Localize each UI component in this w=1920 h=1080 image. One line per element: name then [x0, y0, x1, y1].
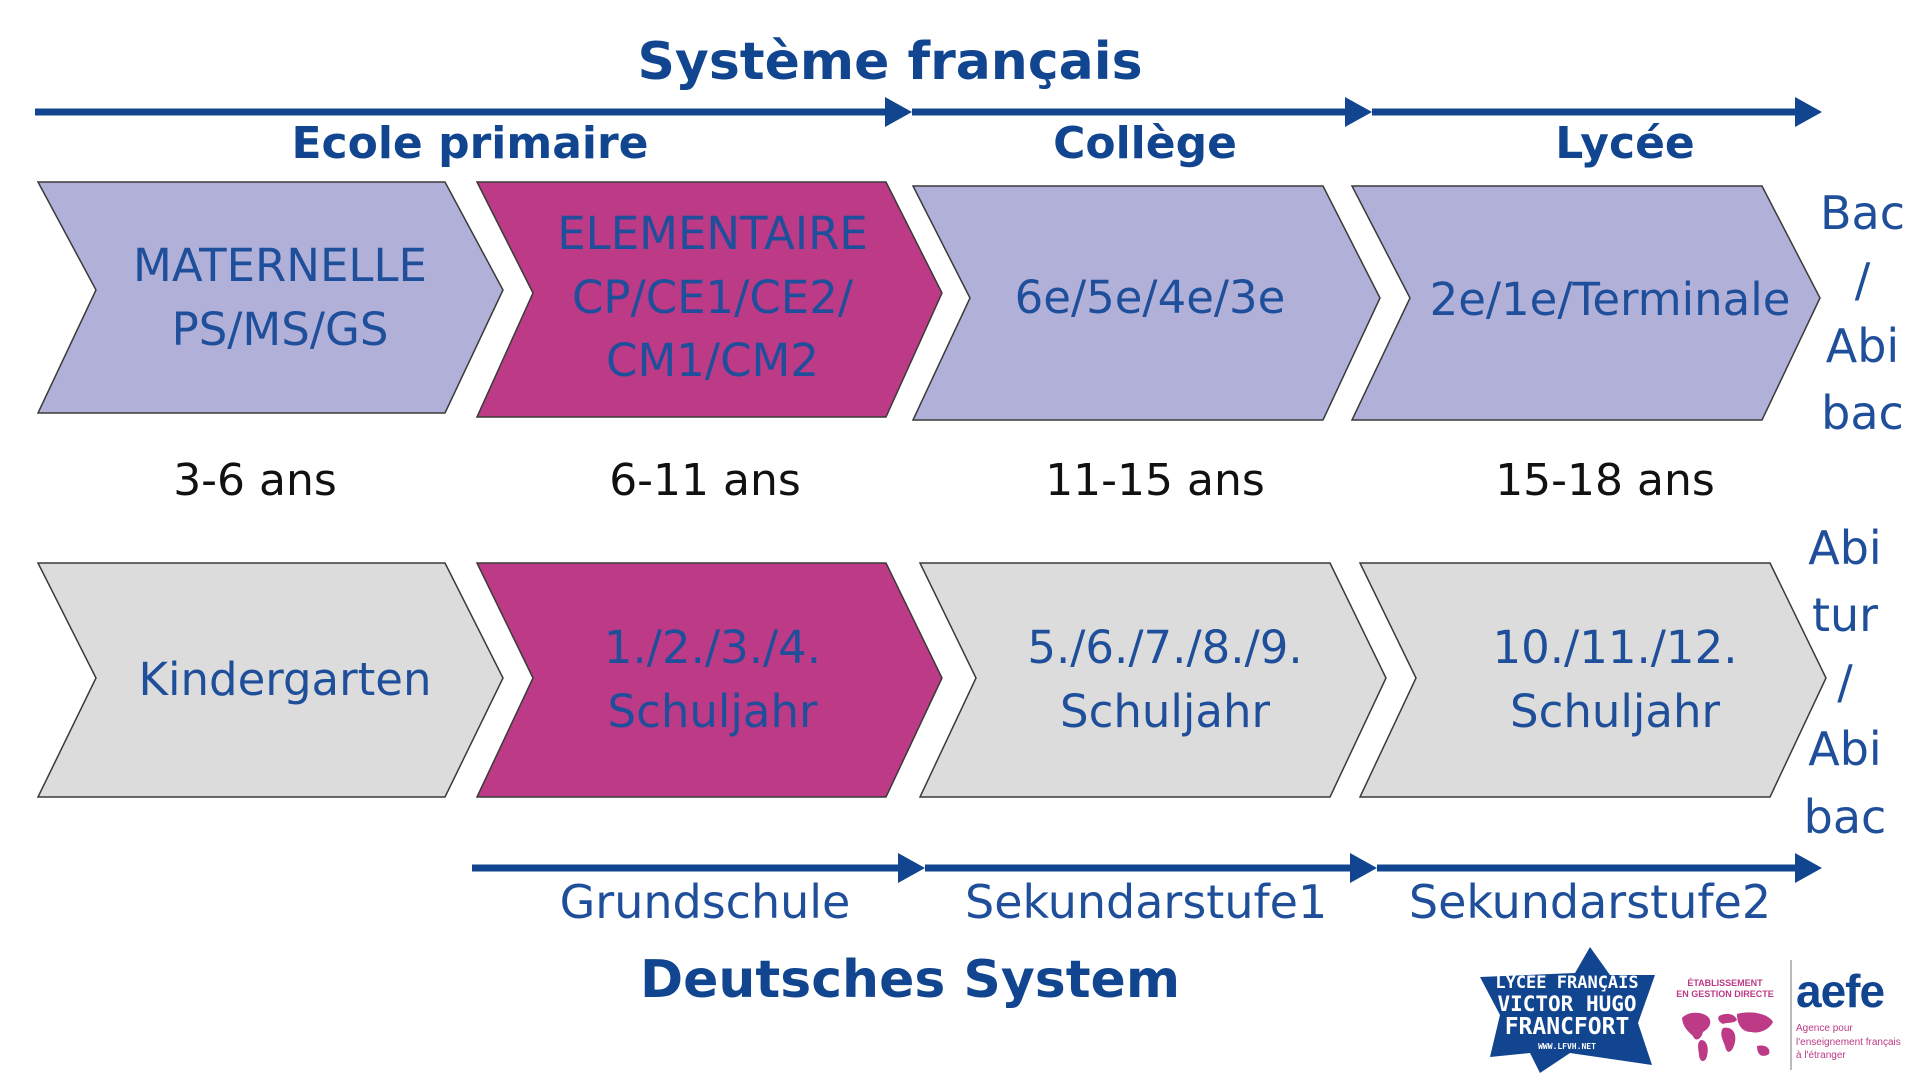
etablissement-line1: ÉTABLISSEMENT: [1687, 978, 1763, 988]
fr-end-label: Bac / Abi bac: [1820, 180, 1905, 447]
fr-end-label-line4: bac: [1821, 386, 1904, 441]
lycee-logo-url: WWW.LFVH.NET: [1538, 1042, 1596, 1052]
de-end-label-line3: /: [1837, 655, 1853, 710]
fr-end-label-line2: /: [1854, 252, 1871, 307]
de-box-kindergarten-line1: Kindergarten: [138, 653, 432, 707]
etablissement-line2: EN GESTION DIRECTE: [1676, 988, 1774, 999]
de-box-sek1-line2: Schuljahr: [1060, 685, 1270, 738]
fr-box-maternelle-line1: MATERNELLE: [133, 238, 427, 292]
de-box-sek2-line2: Schuljahr: [1510, 685, 1720, 738]
aefe-subtitle-line2: l'enseignement français: [1796, 1036, 1901, 1048]
de-end-label-line1: Abi: [1808, 521, 1882, 575]
etablissement-text: ÉTABLISSEMENT EN GESTION DIRECTE: [1665, 978, 1785, 1000]
stage-sekundarstufe2: Sekundarstufe2: [1408, 875, 1772, 929]
de-box-sek2: 10./11./12. Schuljahr: [1420, 570, 1810, 790]
de-chevron-sek1: [918, 562, 1387, 798]
fr-box-elementaire-line1: ELEMENTAIRE: [557, 206, 868, 260]
stage-ecole-primaire: Ecole primaire: [291, 118, 649, 169]
fr-end-label-line1: Bac: [1819, 186, 1906, 240]
fr-box-lycee-line1: 2e/1e/Terminale: [1429, 273, 1791, 327]
de-box-sek1-line1: 5./6./7./8./9.: [1027, 621, 1303, 675]
stage-grundschule: Grundschule: [559, 875, 851, 929]
lycee-logo-text: LYCÉE FRANÇAIS VICTOR HUGO FRANCFORT WWW…: [1492, 973, 1642, 1052]
de-end-label: Abi tur / Abi bac: [1800, 515, 1890, 851]
age-maternelle: 3-6 ans: [173, 455, 337, 506]
fr-box-college: 6e/5e/4e/3e: [975, 190, 1325, 405]
german-system-title: Deutsches System: [639, 950, 1181, 1010]
fr-box-maternelle: MATERNELLE PS/MS/GS: [110, 190, 450, 405]
stage-lycee: Lycée: [1555, 118, 1695, 169]
de-box-grundschule-line2: Schuljahr: [607, 685, 818, 738]
de-end-label-line4: Abi: [1808, 722, 1882, 777]
fr-box-lycee: 2e/1e/Terminale: [1410, 190, 1810, 410]
de-box-kindergarten: Kindergarten: [110, 570, 460, 790]
aefe-subtitle-line1: Agence pour: [1796, 1023, 1853, 1034]
de-end-label-line2: tur: [1811, 588, 1879, 643]
aefe-title: aefe: [1796, 965, 1885, 1017]
de-box-sek1: 5./6./7./8./9. Schuljahr: [980, 570, 1350, 790]
fr-box-elementaire-line3: CM1/CM2: [606, 334, 819, 388]
lycee-logo-line1: LYCÉE FRANÇAIS: [1495, 973, 1639, 993]
fr-box-elementaire-line2: CP/CE1/CE2/: [571, 270, 853, 324]
fr-end-label-line3: Abi: [1825, 319, 1900, 374]
aefe-subtitle: Agence pour l'enseignement français à l'…: [1796, 1022, 1920, 1063]
fr-box-maternelle-line2: PS/MS/GS: [171, 302, 389, 356]
de-chevron-kindergarten: [36, 562, 504, 798]
de-box-grundschule-line1: 1./2./3./4.: [603, 621, 822, 675]
fr-chevron-elementaire: [475, 181, 943, 418]
de-chevron-sek2: [1358, 562, 1827, 798]
stage-sekundarstufe1: Sekundarstufe1: [965, 875, 1328, 929]
lycee-logo-line2: VICTOR HUGO: [1497, 991, 1637, 1016]
fr-chevron-college: [911, 185, 1381, 421]
logo-divider: [1790, 960, 1792, 1070]
age-lycee: 15-18 ans: [1495, 455, 1715, 506]
de-box-sek2-line1: 10./11./12.: [1492, 621, 1738, 675]
lycee-logo-shape: [1480, 947, 1655, 1073]
fr-box-elementaire: ELEMENTAIRE CP/CE1/CE2/ CM1/CM2: [540, 190, 885, 405]
aefe-subtitle-line3: à l'étranger: [1796, 1050, 1846, 1061]
fr-box-college-line1: 6e/5e/4e/3e: [1014, 270, 1286, 324]
age-elementaire: 6-11 ans: [609, 455, 801, 506]
lycee-logo-line3: FRANCFORT: [1504, 1013, 1630, 1040]
de-chevron-grundschule: [475, 562, 943, 798]
de-end-label-line5: bac: [1803, 789, 1887, 844]
french-system-title: Système français: [637, 32, 1143, 92]
aefe-logo: aefe Agence pour l'enseignement français…: [1796, 968, 1920, 1078]
lycee-logo: LYCÉE FRANÇAIS VICTOR HUGO FRANCFORT WWW…: [1470, 945, 1660, 1075]
de-box-grundschule: 1./2./3./4. Schuljahr: [540, 570, 885, 790]
world-map-icon: [1682, 1012, 1773, 1062]
age-college: 11-15 ans: [1045, 455, 1265, 506]
fr-chevron-lycee: [1350, 185, 1821, 421]
fr-chevron-maternelle: [36, 181, 504, 414]
stage-college: Collège: [1053, 118, 1237, 169]
etablissement-logo: ÉTABLISSEMENT EN GESTION DIRECTE: [1665, 978, 1785, 1068]
